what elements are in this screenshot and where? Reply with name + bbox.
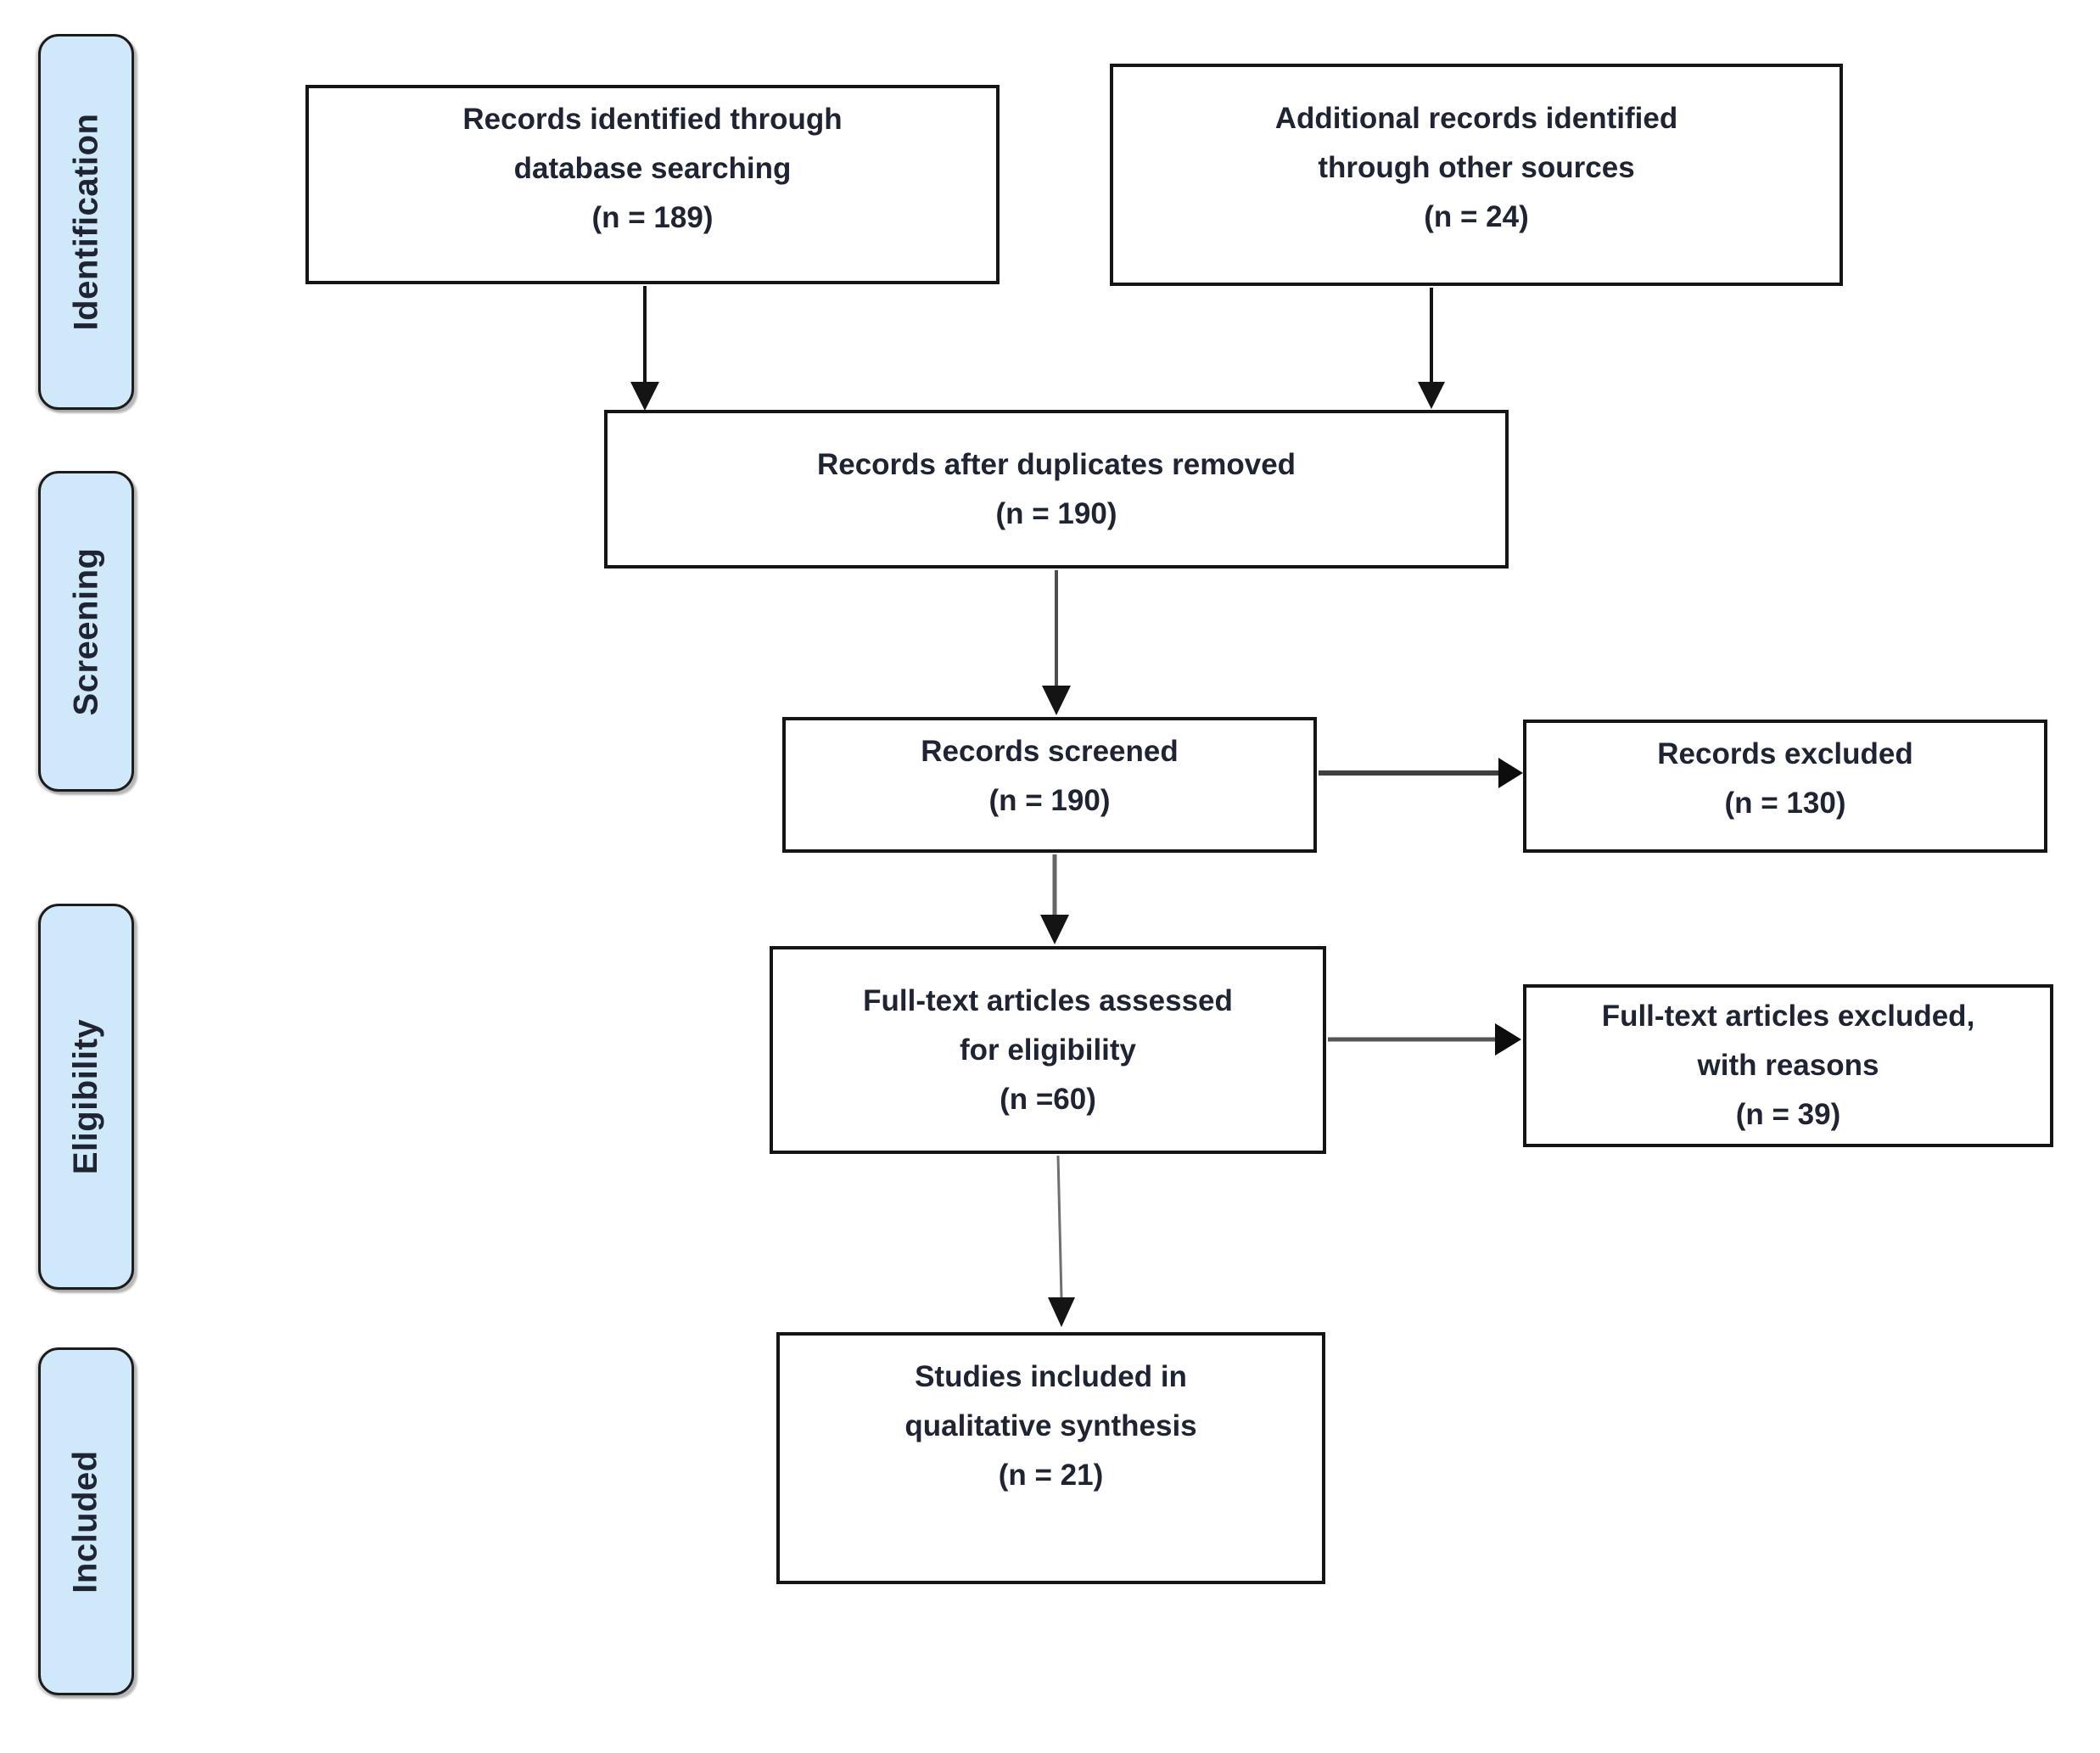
stage-label-text: Included — [67, 1449, 105, 1593]
duplicates-removed-box: Records after duplicates removed (n = 19… — [604, 410, 1509, 568]
text-line: (n = 190) — [988, 784, 1111, 817]
arrow-additional-to-duplicates — [1418, 288, 1445, 409]
text-line: Records screened — [921, 735, 1179, 768]
records-identified-box: Records identified through database sear… — [305, 85, 1000, 284]
arrow-fulltext-to-fulltext-excluded — [1328, 1023, 1521, 1056]
text-line: through other sources — [1318, 151, 1635, 184]
text-line: (n = 39) — [1735, 1098, 1841, 1131]
text-line: with reasons — [1697, 1049, 1879, 1082]
text-line: Records identified through — [462, 103, 843, 136]
fulltext-excluded-box: Full-text articles excluded, with reason… — [1523, 984, 2053, 1147]
text-line: qualitative synthesis — [904, 1409, 1197, 1442]
records-excluded-box: Records excluded (n = 130) — [1523, 720, 2047, 853]
arrow-duplicates-to-screened — [1042, 570, 1071, 715]
text-line: Records after duplicates removed — [816, 447, 1296, 481]
text-line: Additional records identified — [1274, 102, 1678, 135]
stage-label-text: Identification — [67, 113, 105, 331]
arrow-screened-to-excluded — [1319, 758, 1523, 788]
arrow-fulltext-to-included — [1048, 1155, 1075, 1327]
text-line: (n = 189) — [591, 201, 714, 234]
records-screened-box: Records screened (n = 190) — [782, 717, 1317, 853]
text-line: Records excluded — [1657, 737, 1913, 770]
studies-included-box: Studies included in qualitative synthesi… — [776, 1332, 1325, 1584]
additional-records-box: Additional records identified through ot… — [1110, 64, 1843, 286]
text-line: for eligibility — [959, 1033, 1137, 1067]
stage-label-eligibility: Eligibility — [38, 904, 134, 1290]
arrow-screened-to-fulltext — [1040, 854, 1069, 944]
text-line: Full-text articles excluded, — [1601, 1000, 1975, 1033]
text-line: Studies included in — [915, 1360, 1187, 1393]
text-line: Full-text articles assessed — [863, 983, 1233, 1017]
stage-label-identification: Identification — [38, 34, 134, 410]
stage-label-text: Eligibility — [67, 1018, 105, 1175]
text-line: (n = 130) — [1724, 787, 1846, 820]
text-line: database searching — [513, 152, 792, 185]
arrow-identified-to-duplicates — [630, 286, 659, 411]
stage-label-included: Included — [38, 1347, 134, 1695]
stage-label-text: Screening — [67, 547, 104, 715]
text-line: (n = 24) — [1424, 200, 1529, 233]
text-line: (n =60) — [1000, 1082, 1096, 1116]
stage-label-screening: Screening — [38, 471, 134, 792]
fulltext-assessed-box: Full-text articles assessed for eligibil… — [770, 946, 1326, 1154]
text-line: (n = 190) — [995, 496, 1117, 530]
text-line: (n = 21) — [998, 1459, 1104, 1492]
